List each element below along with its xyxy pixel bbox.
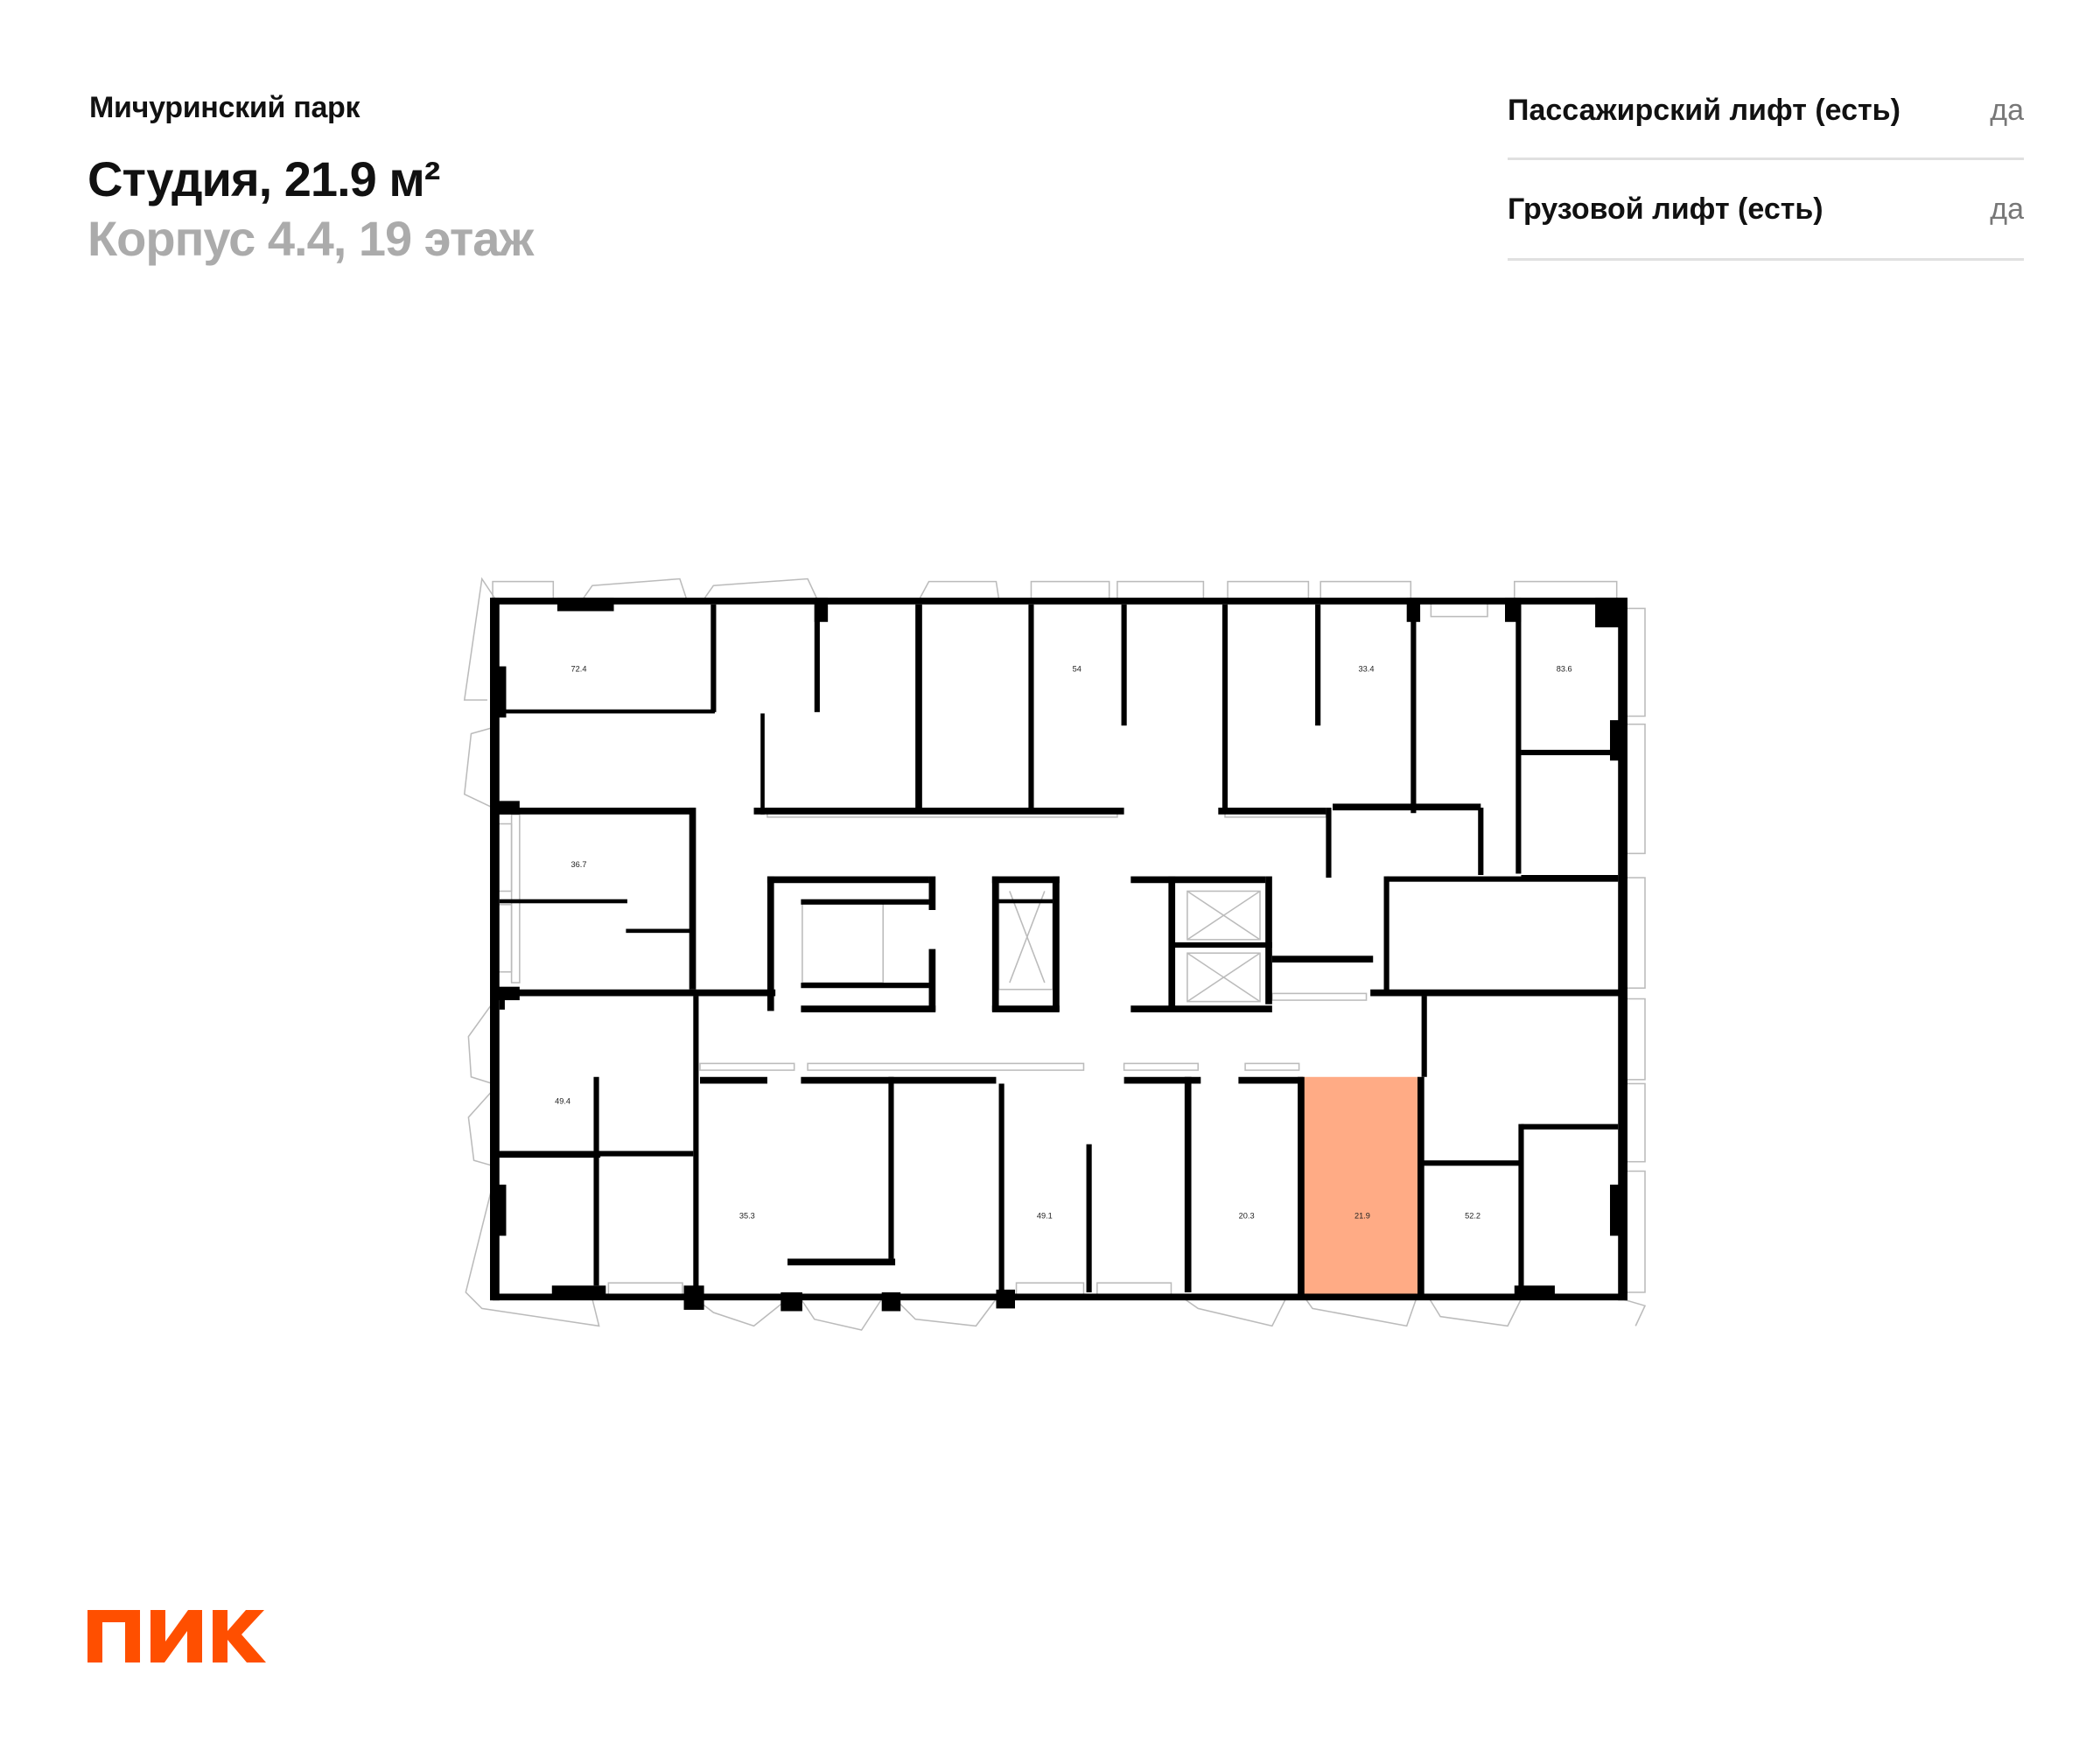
spec-passenger-lift: Пассажирский лифт (есть) да — [1508, 83, 2024, 160]
apartment-area-label[interactable]: 54 — [1073, 665, 1082, 674]
project-name: Мичуринский парк — [89, 91, 360, 124]
apartment-area-label[interactable]: 36.7 — [571, 860, 587, 869]
spec-value: да — [1990, 192, 2024, 226]
apartment-area-label[interactable]: 52.2 — [1465, 1211, 1480, 1220]
apartment-area-label[interactable]: 49.1 — [1037, 1211, 1053, 1220]
selected-apartment-area-label[interactable]: 21.9 — [1354, 1211, 1370, 1220]
building-floor-subtitle: Корпус 4.4, 19 этаж — [88, 211, 534, 266]
apartment-labels: 72.4 54 33.4 83.6 36.7 49.4 35.3 49.1 20… — [555, 665, 1572, 1221]
apartment-area-label[interactable]: 49.4 — [555, 1097, 570, 1106]
spec-label: Пассажирский лифт (есть) — [1508, 94, 1900, 127]
specs-list: Пассажирский лифт (есть) да Грузовой лиф… — [1508, 83, 2024, 261]
walls — [490, 598, 1628, 1312]
apartment-area-label[interactable]: 20.3 — [1239, 1211, 1255, 1220]
selected-apartment-highlight[interactable] — [1300, 1076, 1421, 1299]
apartment-area-label[interactable]: 72.4 — [571, 665, 587, 674]
spec-label: Грузовой лифт (есть) — [1508, 192, 1824, 226]
page-title: Студия, 21.9 м² — [88, 151, 440, 206]
spec-value: да — [1990, 94, 2024, 127]
spec-freight-lift: Грузовой лифт (есть) да — [1508, 160, 2024, 261]
apartment-area-label[interactable]: 33.4 — [1359, 665, 1375, 674]
apartment-area-label[interactable]: 35.3 — [739, 1211, 755, 1220]
pik-logo — [88, 1610, 266, 1662]
apartment-area-label[interactable]: 83.6 — [1557, 665, 1572, 674]
